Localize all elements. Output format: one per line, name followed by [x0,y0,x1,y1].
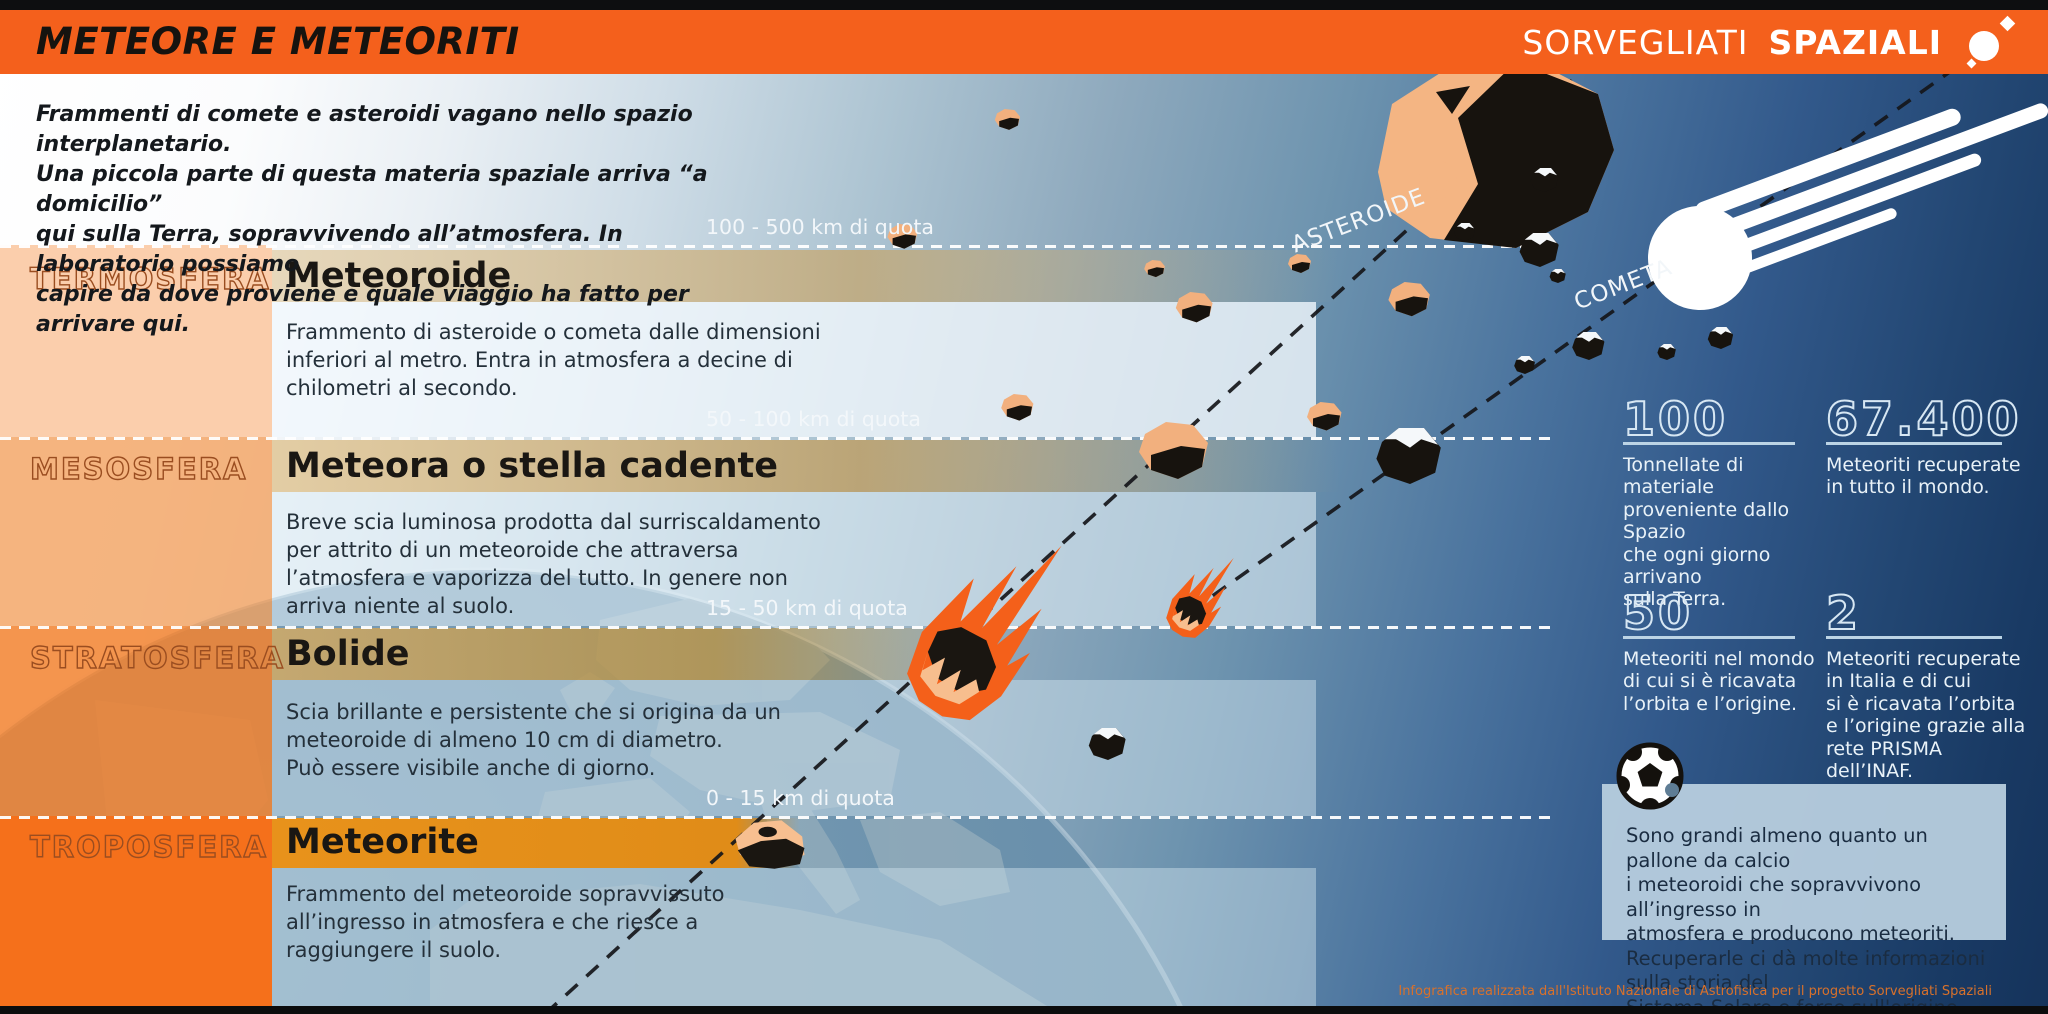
section-description-meteora: Breve scia luminosa prodotta dal surrisc… [286,510,821,618]
brand-wordmark: SORVEGLIATI SPAZIALI [1522,10,2018,74]
trajectory-line-comet [1188,0,2048,614]
page-title: METEORE E METEORITI [36,20,520,63]
layer-label-termosfera: TERMOSFERA [29,261,271,296]
comet-illustration [1648,103,2048,310]
section-description-meteorite: Frammento del meteoroide sopravvissuto a… [286,882,725,962]
altitude-line-50-100 [0,437,1556,440]
panel-bolide [272,680,1316,816]
stat-value-orbite: 50 [1622,585,1694,641]
stat-underline [1826,442,2002,445]
stat-description-orbite: Meteoriti nel mondo di cui si è ricavata… [1623,648,1815,715]
meteorite-rock-illustration [735,820,805,869]
bottom-black-bar [0,1006,2048,1014]
rock-illustration-group-asteroidal [887,109,1430,479]
planet-icon [1966,15,2016,69]
altitude-line-15-50 [0,626,1556,629]
intro-paragraph: Frammenti di comete e asteroidi vagano n… [36,102,708,337]
section-title-meteoroide: Meteoroide [286,256,512,296]
section-description-meteoroide: Frammento di asteroide o cometa dalle di… [286,320,821,400]
stat-value-italia: 2 [1825,585,1862,641]
stat-value-tonnellate: 100 [1622,391,1729,447]
panel-meteoroide [272,302,1316,437]
brand-bold-text: SPAZIALI [1768,22,1942,62]
callout-panel [1602,784,2006,940]
soccer-ball-icon [1616,742,1684,810]
sidebar-termosfera [0,245,272,437]
stat-underline [1623,636,1795,639]
header-bar [0,10,2048,74]
stat-description-italia: Meteoriti recuperate in Italia e di cui … [1826,648,2026,783]
credit-text: Infografica realizzata dall'Istituto Naz… [1398,984,1992,999]
top-black-strip [0,0,2048,10]
rock-illustration-group-icy [1088,168,1734,760]
section-title-meteorite: Meteorite [286,822,479,862]
panel-meteorite [272,868,1316,1006]
section-title-bolide: Bolide [286,634,410,674]
sidebar-stratosfera [0,626,272,816]
altitude-label-15-50: 15 - 50 km di quota [706,596,908,620]
section-description-bolide: Scia brillante e persistente che si orig… [286,700,781,780]
stat-underline [1623,442,1795,445]
stat-description-meteoriti-mondo: Meteoriti recuperate in tutto il mondo. [1826,454,2021,499]
stat-value-meteoriti-mondo: 67.400 [1825,391,2022,447]
layer-label-troposfera: TROPOSFERA [29,829,268,864]
sidebar-troposfera [0,816,272,1006]
section-title-meteora: Meteora o stella cadente [286,446,779,486]
layer-label-mesosfera: MESOSFERA [29,451,248,486]
altitude-line-100-500 [0,245,1556,248]
layer-label-stratosfera: STRATOSFERA [29,640,285,675]
fireball-large-illustration [907,545,1062,721]
altitude-label-50-100: 50 - 100 km di quota [706,407,921,431]
panel-meteora [272,492,1316,626]
stat-description-tonnellate: Tonnellate di materiale proveniente dall… [1623,454,1790,611]
asteroid-illustration [1378,60,1614,248]
altitude-label-100-500: 100 - 500 km di quota [706,215,934,239]
brand-light-text: SORVEGLIATI [1522,22,1749,62]
altitude-label-0-15: 0 - 15 km di quota [706,786,895,810]
sidebar-mesosfera [0,437,272,626]
fireball-small-illustration [1166,557,1234,638]
altitude-line-0-15 [0,816,1556,819]
stat-underline [1826,636,2002,639]
band-meteorite [272,818,800,868]
band-meteoroide [272,250,1340,302]
band-bolide [272,628,1010,680]
